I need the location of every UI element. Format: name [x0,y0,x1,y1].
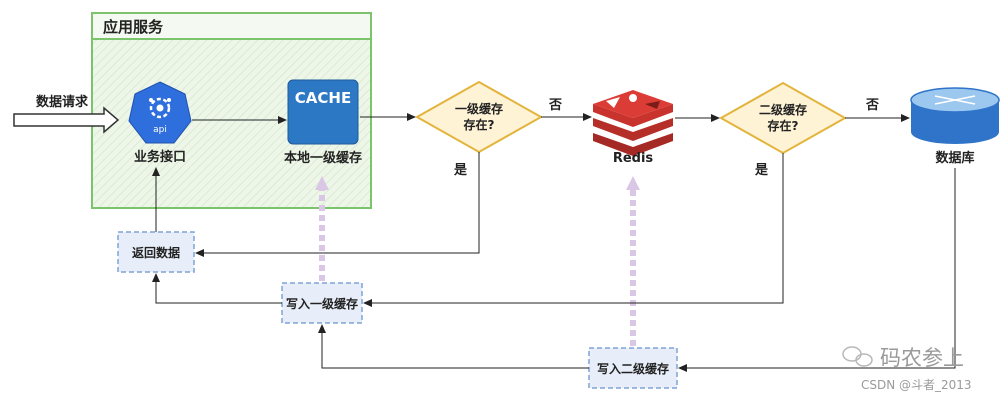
database-icon [910,87,1000,144]
decision1-yes-label: 是 [453,163,468,178]
container-title: 应用服务 [103,18,164,36]
decision-level2: 二级缓存 存在? [718,81,848,155]
wechat-icon [842,346,873,367]
decision2-no-label: 否 [865,98,879,113]
write-level1-label: 写入一级缓存 [286,296,358,311]
database-label: 数据库 [935,150,974,166]
watermark: 码农参上 CSDN @斗者_2013 [842,346,972,392]
decision1-line2: 存在? [463,117,495,132]
write-level2-box: 写入二级缓存 [588,347,678,389]
decision2-yes-label: 是 [754,163,769,178]
decision1-yes-connector [195,152,480,257]
redis-icon [593,90,673,156]
decision-level1: 一级缓存 存在? [414,80,544,154]
return-data-box: 返回数据 [117,231,195,273]
watermark-brand: 码农参上 [880,346,964,370]
write2-to-write1-connector [318,324,589,369]
cache-icon-text: CACHE [295,89,351,107]
api-icon-text: api [153,125,167,135]
database-node: 数据库 [910,87,1000,166]
decision2-yes-connector [363,153,784,307]
cache-node: CACHE 本地一级缓存 [284,79,362,166]
api-node: api 业务接口 [128,81,192,165]
request-arrow-icon [13,106,120,134]
api-gear-icon [128,81,192,144]
cache-label: 本地一级缓存 [284,150,362,166]
decision2-line1: 二级缓存 [759,102,807,117]
writeback-arrows [315,176,640,346]
return-data-label: 返回数据 [132,245,180,260]
decision1-line1: 一级缓存 [455,101,503,116]
write-level2-label: 写入二级缓存 [597,361,669,376]
db-to-write2-connector [678,168,956,372]
flow-connectors [152,113,956,372]
write-level1-box: 写入一级缓存 [281,282,363,324]
write1-to-return-connector [152,273,282,304]
cache-icon [287,79,359,145]
redis-label: Redis [613,151,654,166]
request-entry: 数据请求 [13,94,120,134]
decision1-no-label: 否 [548,98,562,113]
decision2-line2: 存在? [767,118,799,133]
redis-node: Redis [593,90,673,166]
request-label: 数据请求 [36,94,89,110]
api-label: 业务接口 [134,149,186,165]
watermark-credit: CSDN @斗者_2013 [861,378,972,392]
